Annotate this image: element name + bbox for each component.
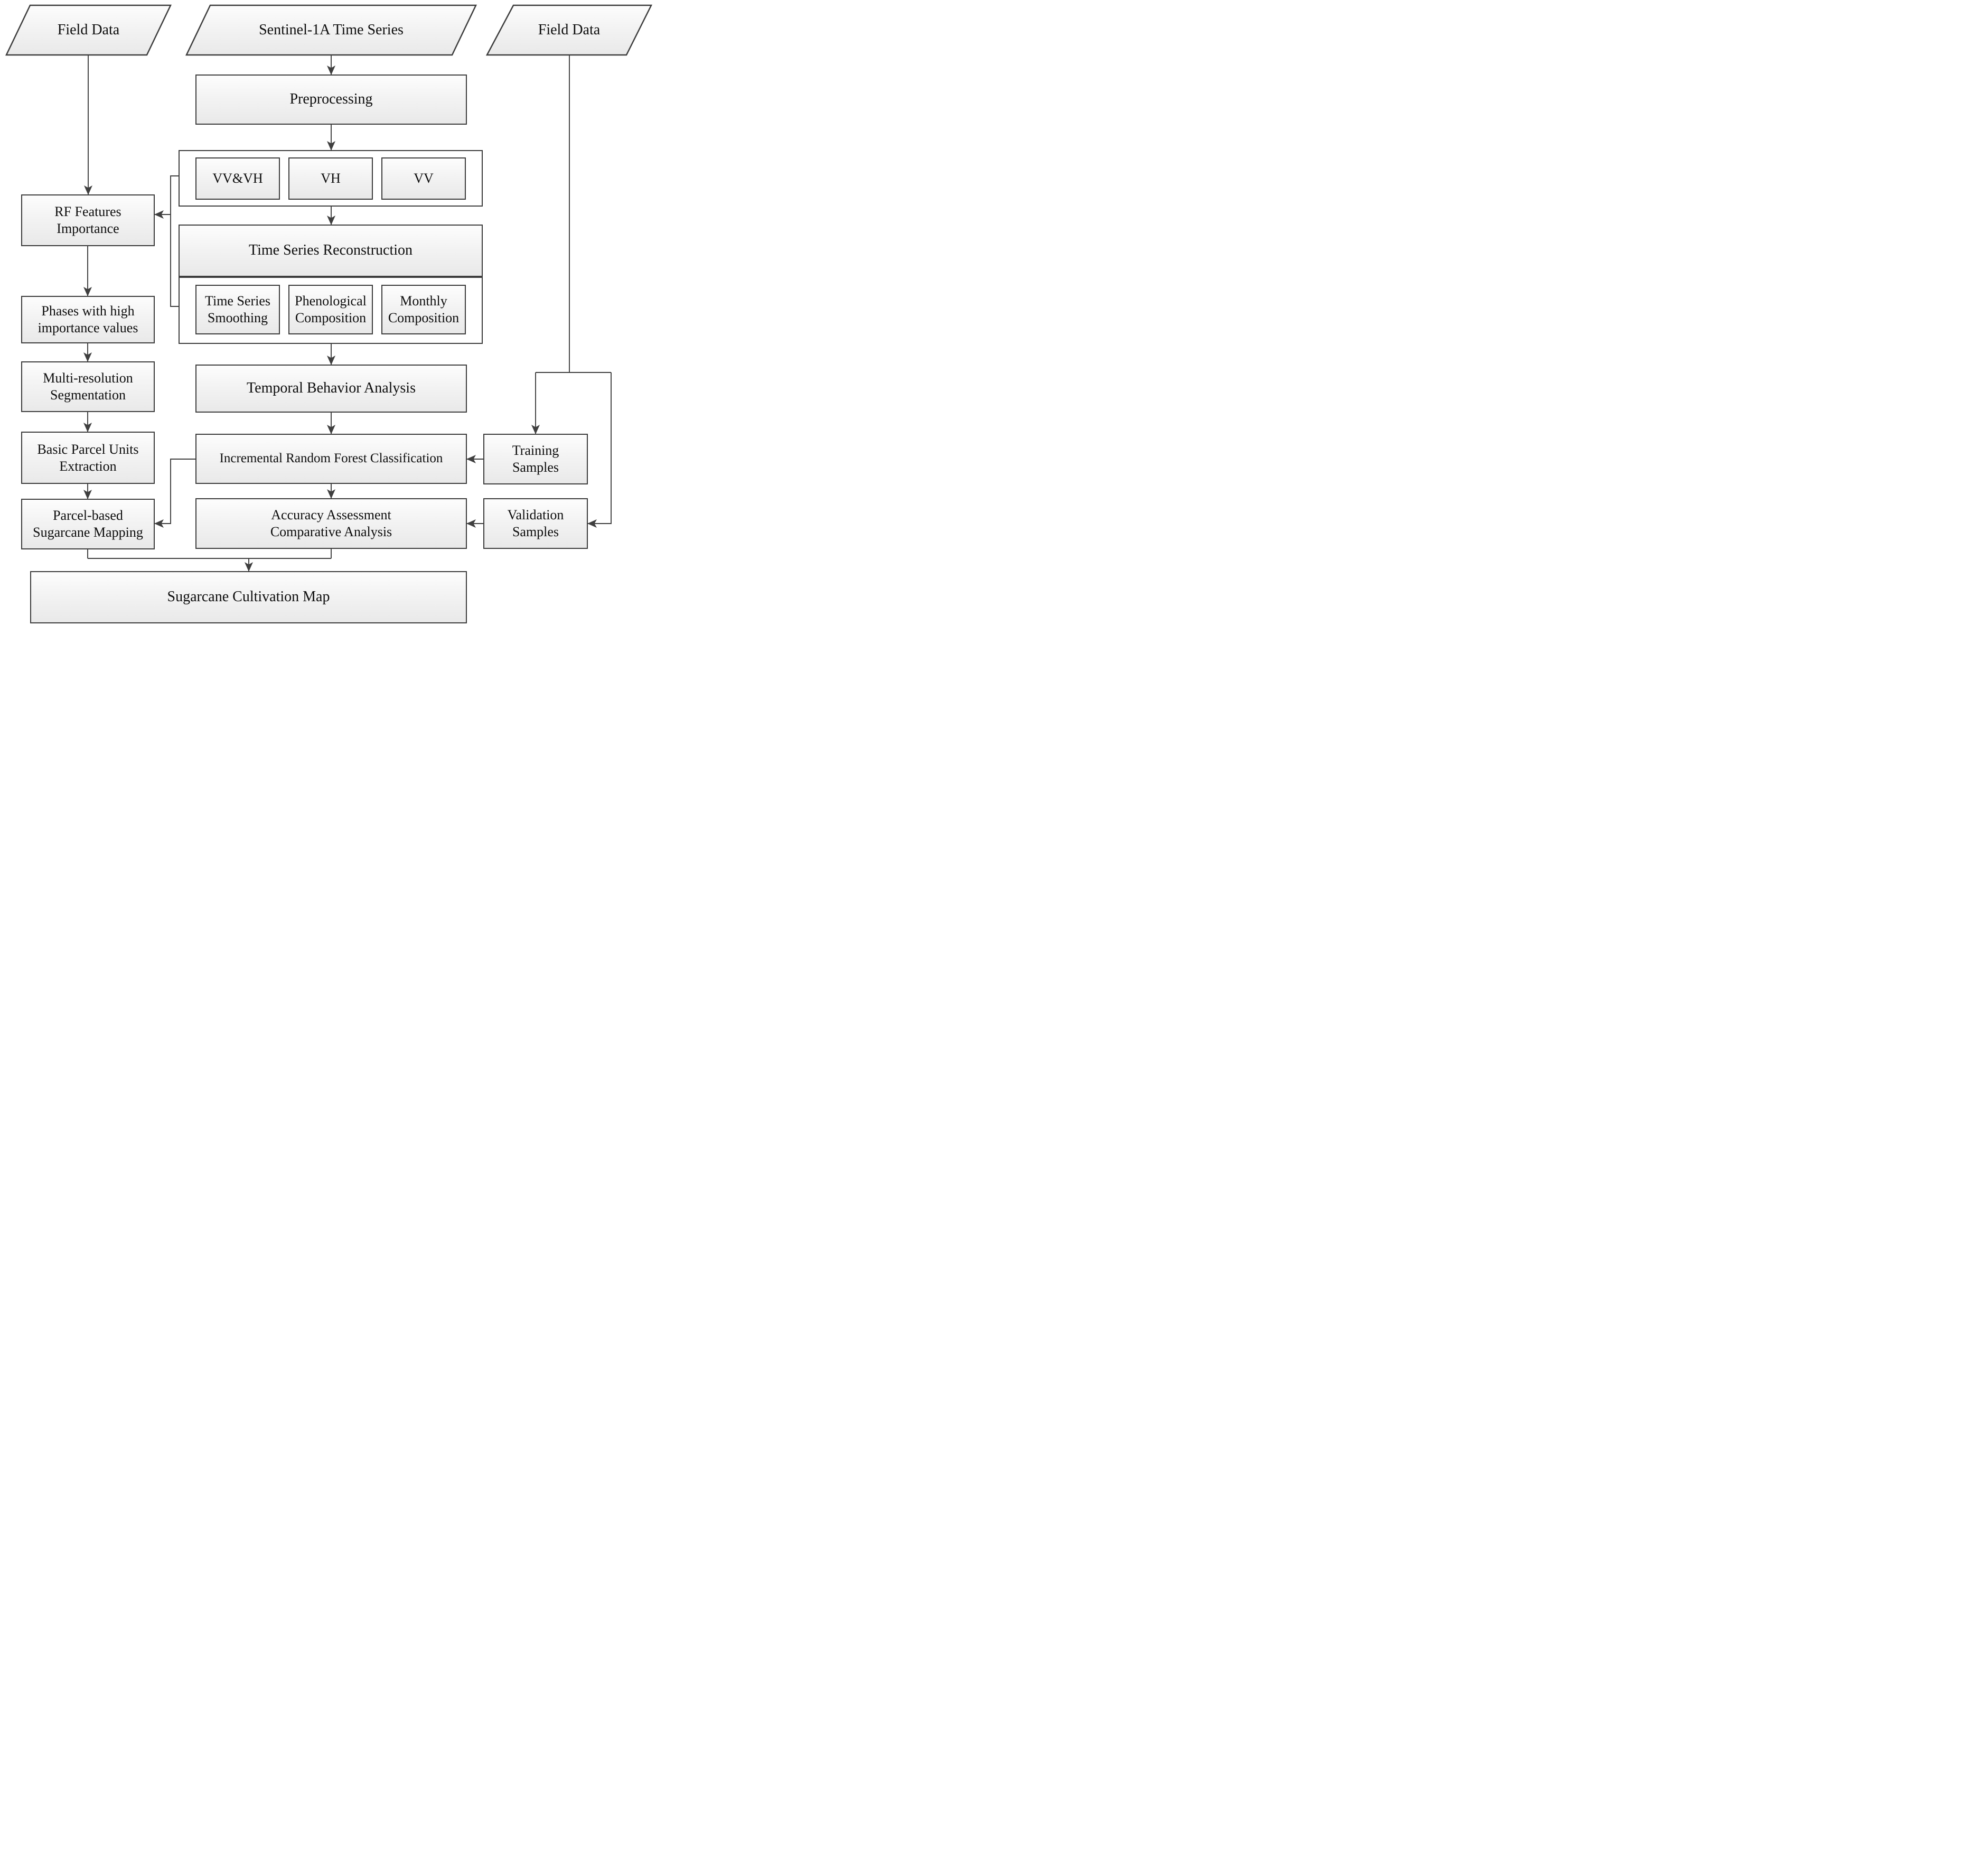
node-monthly-composition: Monthly Composition — [381, 285, 466, 334]
node-training-samples: Training Samples — [483, 434, 588, 484]
node-phases-high-importance: Phases with high importance values — [21, 296, 155, 343]
node-incremental-random-forest-classification: Incremental Random Forest Classification — [195, 434, 467, 484]
connector-layer — [5, 4, 653, 572]
node-vv: VV — [381, 157, 466, 200]
node-accuracy-assessment-comparative-analysis: Accuracy Assessment Comparative Analysis — [195, 498, 467, 549]
node-preprocessing: Preprocessing — [195, 74, 467, 125]
parallelogram-shape-sentinel — [185, 4, 477, 56]
parallelogram-shape-field-data-left — [5, 4, 172, 56]
node-phenological-composition: Phenological Composition — [288, 285, 373, 334]
edge-irfc-to-parcel-mapping — [154, 459, 195, 528]
node-field-data-left: Field Data — [57, 21, 120, 38]
flowchart-canvas: Field Data Sentinel-1A Time Series Field… — [0, 0, 656, 626]
node-basic-parcel-units-extraction: Basic Parcel Units Extraction — [21, 432, 155, 484]
node-temporal-behavior-analysis: Temporal Behavior Analysis — [195, 365, 467, 413]
node-parcel-based-sugarcane-mapping: Parcel-based Sugarcane Mapping — [21, 499, 155, 549]
node-sugarcane-cultivation-map: Sugarcane Cultivation Map — [30, 571, 467, 623]
node-rf-features-importance: RF Features Importance — [21, 194, 155, 246]
parallelogram-shape-field-data-right — [485, 4, 653, 56]
node-multi-resolution-segmentation: Multi-resolution Segmentation — [21, 361, 155, 412]
node-vv-vh: VV&VH — [195, 157, 280, 200]
node-sentinel-time-series: Sentinel-1A Time Series — [259, 21, 404, 38]
node-field-data-right: Field Data — [538, 21, 601, 38]
edge-field-data-right-to-validation — [587, 372, 612, 528]
node-vh: VH — [288, 157, 373, 200]
node-time-series-reconstruction: Time Series Reconstruction — [179, 225, 483, 277]
node-validation-samples: Validation Samples — [483, 498, 588, 549]
node-time-series-smoothing: Time Series Smoothing — [195, 285, 280, 334]
